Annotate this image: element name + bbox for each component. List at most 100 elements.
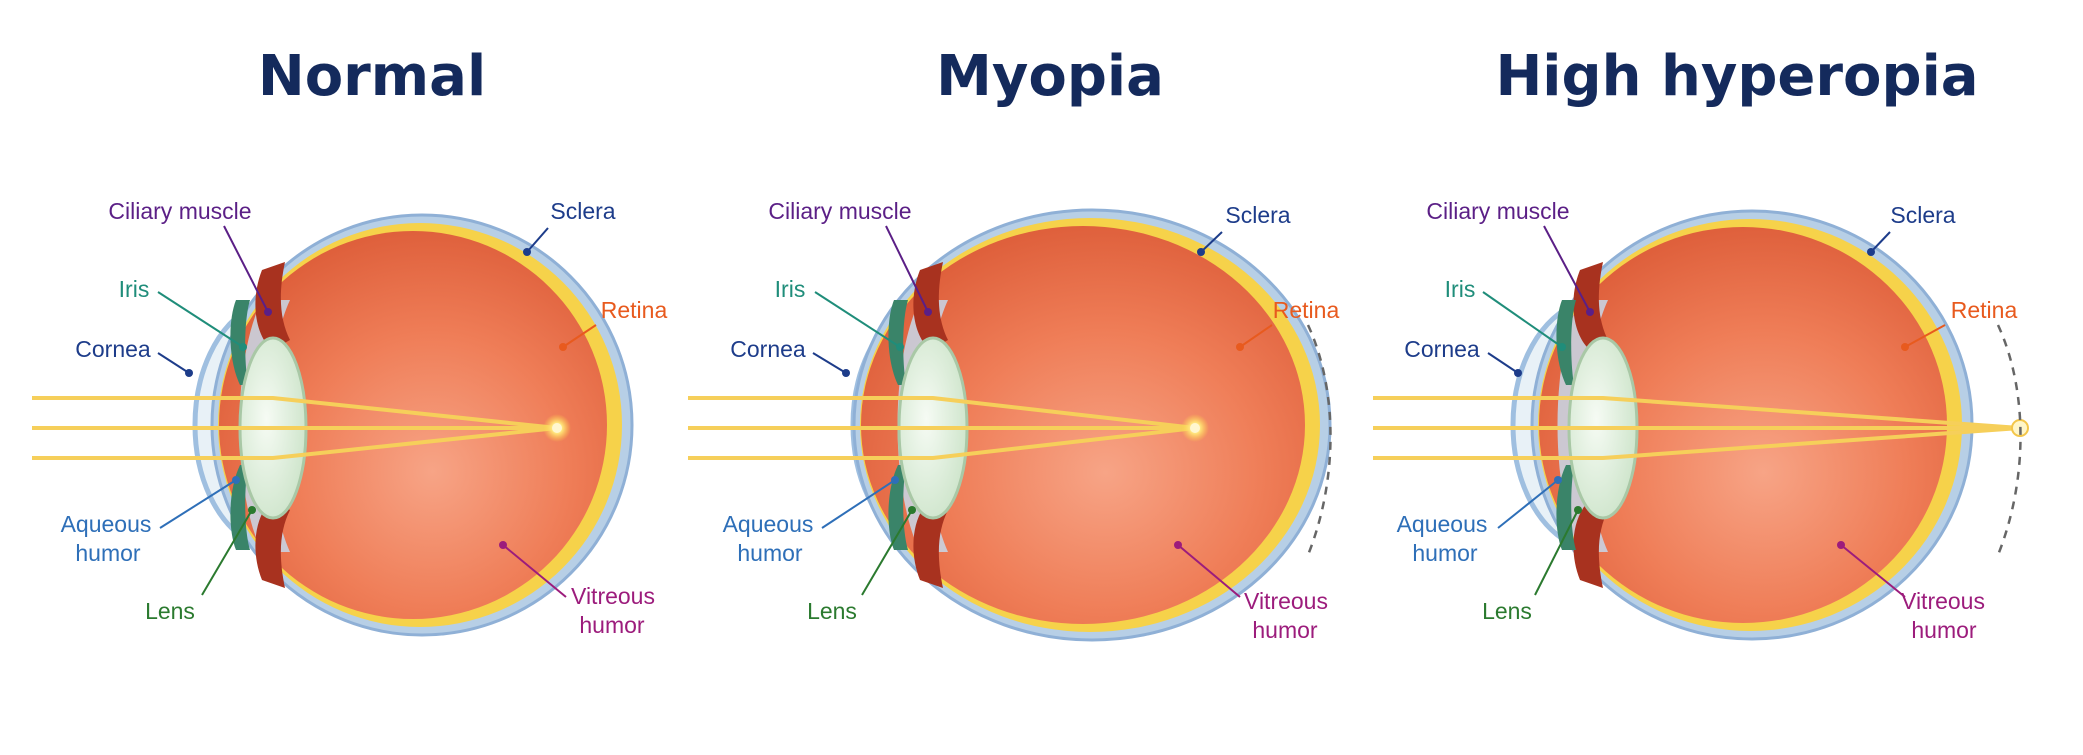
leader-dot xyxy=(896,343,904,351)
label-lens: Lens xyxy=(145,598,195,624)
label-ciliary-muscle: Ciliary muscle xyxy=(1426,198,1569,224)
leader-line xyxy=(814,291,901,348)
label-vitreous-humor-line1: Vitreous xyxy=(1244,588,1328,614)
leader-dot xyxy=(1837,541,1845,549)
leader-dot xyxy=(908,506,916,514)
label-sclera: Sclera xyxy=(550,198,615,224)
label-retina: Retina xyxy=(1273,297,1340,323)
leader-line xyxy=(502,544,567,598)
leader-line xyxy=(157,352,190,374)
labels: Ciliary muscle Iris Cornea Aqueous humor… xyxy=(61,198,668,638)
label-vitreous-humor-line2: humor xyxy=(579,612,645,638)
leader-line xyxy=(1534,509,1579,596)
iris-top xyxy=(1556,300,1576,385)
leader-dot xyxy=(523,248,531,256)
leader-line xyxy=(1487,352,1519,374)
leader-dot xyxy=(1586,308,1594,316)
ciliary-muscle-bottom xyxy=(913,500,948,588)
leader-dot xyxy=(1236,343,1244,351)
light-ray xyxy=(1373,426,2021,460)
leader-line xyxy=(526,227,549,253)
iris-bottom xyxy=(1556,465,1576,550)
light-rays xyxy=(688,396,1196,460)
label-iris: Iris xyxy=(775,276,806,302)
vitreous-shape xyxy=(1539,227,1947,623)
leader-dot xyxy=(1901,343,1909,351)
panel-myopia: Myopia xyxy=(688,44,1339,643)
leader-line xyxy=(1177,544,1241,598)
eye-illustration xyxy=(688,208,1332,642)
label-vitreous-humor-line1: Vitreous xyxy=(1901,588,1985,614)
label-ciliary-muscle: Ciliary muscle xyxy=(768,198,911,224)
ciliary-muscle-bottom xyxy=(255,500,290,588)
label-cornea: Cornea xyxy=(1404,336,1480,362)
label-sclera: Sclera xyxy=(1225,202,1290,228)
leader-line xyxy=(812,352,847,374)
panel-normal: Normal xyxy=(32,44,667,638)
light-rays xyxy=(32,396,558,460)
label-vitreous-humor-line2: humor xyxy=(1911,617,1977,643)
label-aqueous-humor-line1: Aqueous xyxy=(61,511,152,537)
leader-dot xyxy=(1197,248,1205,256)
eye-illustration xyxy=(32,213,634,637)
leader-dot xyxy=(185,369,193,377)
leader-dot xyxy=(499,541,507,549)
leader-dot xyxy=(264,308,272,316)
label-retina: Retina xyxy=(601,297,668,323)
leader-line xyxy=(1200,231,1223,253)
focal-point-core xyxy=(1190,423,1200,433)
light-ray xyxy=(688,426,1196,460)
panel-high-hyperopia: High hyperopia xyxy=(1373,44,2029,643)
leader-line xyxy=(885,225,929,313)
leader-dot xyxy=(842,369,850,377)
leader-line xyxy=(1840,544,1906,598)
light-ray xyxy=(32,426,558,460)
light-ray xyxy=(1373,396,2021,430)
leader-dots xyxy=(185,248,567,549)
label-lens: Lens xyxy=(1482,598,1532,624)
leader-line xyxy=(1497,479,1559,529)
label-aqueous-humor-line1: Aqueous xyxy=(723,511,814,537)
label-iris: Iris xyxy=(119,276,150,302)
ciliary-muscle-top xyxy=(913,262,948,350)
leader-dot xyxy=(1514,369,1522,377)
leader-dot xyxy=(1558,343,1566,351)
leader-dot xyxy=(248,506,256,514)
leader-dots xyxy=(842,248,1244,549)
leader-lines xyxy=(157,225,597,598)
leader-dots xyxy=(1514,248,1909,549)
light-ray xyxy=(32,396,558,430)
vitreous-shape xyxy=(219,231,607,619)
labels: Ciliary muscle Iris Cornea Aqueous humor… xyxy=(1397,198,2018,643)
label-aqueous-humor-line2: humor xyxy=(75,540,141,566)
light-rays xyxy=(1373,396,2021,460)
leader-line xyxy=(201,509,253,596)
leader-dot xyxy=(232,476,240,484)
iris-bottom xyxy=(230,465,250,550)
light-ray xyxy=(688,396,1196,430)
iris-top xyxy=(888,300,908,385)
leader-line xyxy=(1543,225,1591,313)
vitreous-shape xyxy=(861,226,1305,624)
iris-top xyxy=(230,300,250,385)
leader-lines xyxy=(1482,225,1946,598)
leader-line xyxy=(861,509,913,596)
label-retina: Retina xyxy=(1951,297,2018,323)
leader-dot xyxy=(924,308,932,316)
ciliary-muscle-top xyxy=(255,262,290,350)
leader-dot xyxy=(1174,541,1182,549)
leader-line xyxy=(1239,324,1273,348)
label-cornea: Cornea xyxy=(75,336,151,362)
label-sclera: Sclera xyxy=(1890,202,1955,228)
label-vitreous-humor-line1: Vitreous xyxy=(571,583,655,609)
focal-point-core xyxy=(552,423,562,433)
leader-lines xyxy=(812,225,1273,598)
ciliary-muscle-bottom xyxy=(1573,500,1608,588)
leader-line xyxy=(562,324,597,348)
leader-line xyxy=(159,479,237,529)
leader-dot xyxy=(1574,506,1582,514)
label-aqueous-humor-line2: humor xyxy=(737,540,803,566)
label-iris: Iris xyxy=(1445,276,1476,302)
eye-illustration xyxy=(1373,209,2029,641)
label-lens: Lens xyxy=(807,598,857,624)
